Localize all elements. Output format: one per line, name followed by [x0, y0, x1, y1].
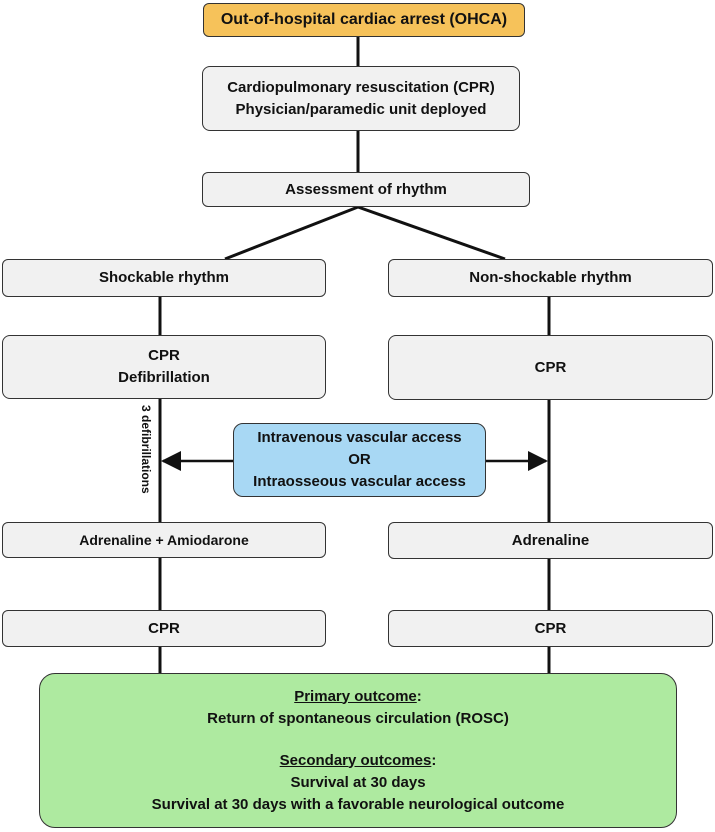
- primary-outcome-text: Return of spontaneous circulation (ROSC): [207, 709, 509, 727]
- connector-assessment-to-shockable: [224, 205, 359, 261]
- shockable-box: Shockable rhythm: [2, 259, 326, 297]
- shockable-drugs-box: Adrenaline + Amiodarone: [2, 522, 326, 558]
- non-shockable-box: Non-shockable rhythm: [388, 259, 713, 297]
- non-shockable-label: Non-shockable rhythm: [469, 269, 632, 286]
- shockable-final-cpr-label: CPR: [148, 619, 180, 637]
- non-shockable-cpr-label: CPR: [534, 358, 567, 376]
- shockable-final-cpr-box: CPR: [2, 610, 326, 647]
- non-shockable-final-cpr-label: CPR: [534, 619, 567, 637]
- cpr-unit-line2: Physician/paramedic unit deployed: [235, 100, 487, 118]
- ohca-box: Out-of-hospital cardiac arrest (OHCA): [203, 3, 525, 37]
- non-shockable-drugs-label: Adrenaline: [511, 531, 590, 549]
- shockable-cpr-line1: CPR: [148, 347, 180, 364]
- shockable-cpr-line2: Defibrillation: [118, 369, 210, 386]
- primary-outcome-heading-text: Primary outcome: [294, 687, 417, 705]
- shockable-drugs-label: Adrenaline + Amiodarone: [79, 532, 249, 548]
- outcomes-box: Primary outcome: Return of spontaneous c…: [39, 673, 677, 828]
- secondary-outcome-colon: :: [431, 751, 437, 769]
- secondary-outcome-item2: Survival at 30 days with a favorable neu…: [151, 795, 565, 813]
- cpr-unit-line1: Cardiopulmonary resuscitation (CPR): [227, 78, 495, 96]
- primary-outcome-heading: Primary outcome:: [294, 686, 422, 708]
- secondary-outcome-heading-text: Secondary outcomes: [279, 751, 432, 769]
- non-shockable-drugs-box: Adrenaline: [388, 522, 713, 559]
- vascular-access-line2: OR: [348, 451, 371, 468]
- assessment-label: Assessment of rhythm: [285, 180, 447, 198]
- secondary-outcome-item1: Survival at 30 days: [290, 773, 426, 791]
- vascular-access-line3: Intraosseous vascular access: [253, 473, 466, 490]
- shockable-label: Shockable rhythm: [98, 269, 230, 286]
- assessment-box: Assessment of rhythm: [202, 172, 530, 207]
- defibrillations-label: 3 defibrillations: [139, 405, 153, 494]
- vascular-access-line1: Intravenous vascular access: [257, 429, 462, 446]
- cpr-unit-box: Cardiopulmonary resuscitation (CPR) Phys…: [202, 66, 520, 131]
- ohca-label: Out-of-hospital cardiac arrest (OHCA): [220, 11, 508, 28]
- shockable-cpr-box: CPR Defibrillation: [2, 335, 326, 399]
- connector-assessment-to-nonshockable: [357, 205, 506, 261]
- non-shockable-cpr-box: CPR: [388, 335, 713, 400]
- vascular-access-box: Intravenous vascular access OR Intraosse…: [233, 423, 486, 497]
- primary-outcome-colon: :: [416, 687, 422, 705]
- secondary-outcome-heading: Secondary outcomes:: [280, 750, 437, 772]
- non-shockable-final-cpr-box: CPR: [388, 610, 713, 647]
